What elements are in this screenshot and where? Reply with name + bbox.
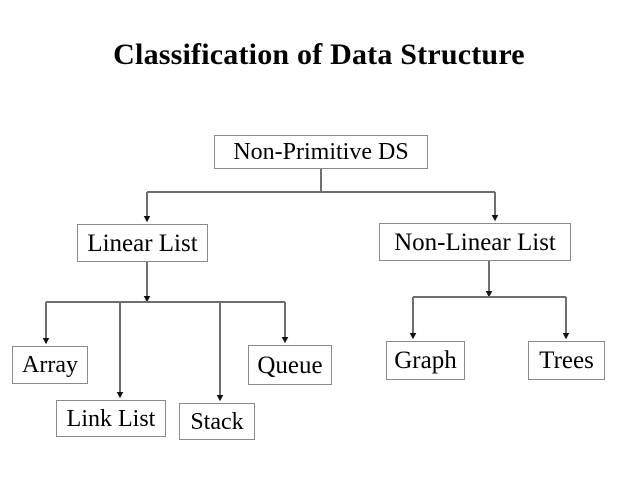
node-label: Stack	[190, 408, 244, 435]
node-non-primitive-ds[interactable]: Non-Primitive DS	[214, 135, 428, 169]
node-label: Array	[22, 352, 78, 378]
node-label: Non-Primitive DS	[233, 139, 409, 165]
node-non-linear-list[interactable]: Non-Linear List	[379, 223, 571, 261]
node-label: Graph	[394, 347, 457, 374]
node-label: Link List	[66, 405, 156, 432]
node-link-list[interactable]: Link List	[56, 400, 166, 437]
page-title: Classification of Data Structure	[113, 38, 525, 71]
node-queue[interactable]: Queue	[248, 345, 332, 385]
node-trees[interactable]: Trees	[528, 341, 605, 380]
node-label: Queue	[257, 351, 323, 379]
node-label: Linear List	[87, 229, 198, 257]
node-stack[interactable]: Stack	[179, 403, 255, 440]
node-label: Non-Linear List	[394, 228, 556, 256]
node-graph[interactable]: Graph	[386, 341, 465, 380]
node-label: Trees	[539, 347, 594, 374]
node-linear-list[interactable]: Linear List	[77, 224, 208, 262]
node-array[interactable]: Array	[12, 346, 88, 384]
